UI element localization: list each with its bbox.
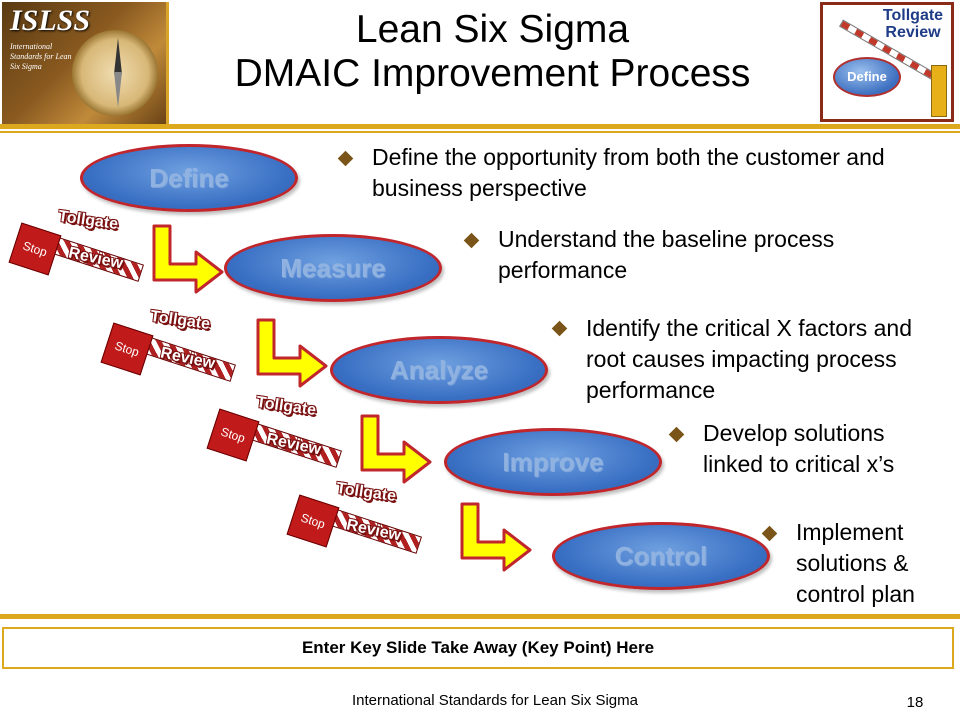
stop-sign: Stop bbox=[206, 408, 260, 462]
bullet-diamond-icon bbox=[668, 426, 685, 443]
tollgate-sign-3: Stop Tollgate Review bbox=[206, 394, 342, 474]
footer-text: International Standards for Lean Six Sig… bbox=[351, 692, 638, 709]
phase-label: Define bbox=[149, 162, 229, 193]
bullet-diamond-icon bbox=[551, 320, 568, 337]
review-text: Review bbox=[264, 430, 323, 459]
review-text: Review bbox=[66, 244, 125, 273]
bullet-diamond-icon bbox=[761, 525, 778, 542]
phase-control: Control bbox=[552, 522, 770, 590]
bent-arrow-icon bbox=[152, 224, 224, 294]
phase-label: Control bbox=[614, 540, 708, 571]
tollgate-text: Tollgate bbox=[149, 307, 212, 334]
bullet-control: Implement solutions & control plan bbox=[796, 519, 915, 607]
bent-arrow-icon bbox=[460, 502, 532, 572]
logo-title: ISLSS bbox=[10, 4, 91, 37]
title-line-2: DMAIC Improvement Process bbox=[234, 52, 751, 95]
tollgate-sign-4: Stop Tollgate Review bbox=[286, 480, 422, 560]
bullet-define: Define the opportunity from both the cus… bbox=[372, 144, 885, 201]
bent-arrow-icon bbox=[256, 318, 328, 388]
slide-title: Lean Six Sigma DMAIC Improvement Process bbox=[170, 8, 815, 96]
review-text: Review bbox=[344, 516, 403, 545]
bullet-diamond-icon bbox=[337, 150, 354, 167]
key-takeaway-text: Enter Key Slide Take Away (Key Point) He… bbox=[301, 638, 655, 657]
islss-logo: ISLSS International Standards for Lean S… bbox=[2, 2, 169, 124]
footer-divider bbox=[0, 614, 960, 619]
phase-analyze: Analyze bbox=[330, 336, 548, 404]
phase-measure: Measure bbox=[224, 234, 442, 302]
slide-header: ISLSS International Standards for Lean S… bbox=[0, 0, 960, 128]
badge-define-oval: Define bbox=[833, 57, 901, 97]
barrier-post-icon bbox=[931, 65, 947, 117]
compass-icon bbox=[72, 30, 158, 116]
header-divider-thin bbox=[0, 131, 960, 133]
phase-label: Analyze bbox=[389, 354, 489, 385]
tollgate-text: Tollgate bbox=[255, 393, 318, 420]
title-line-1: Lean Six Sigma bbox=[355, 8, 630, 51]
bullet-improve: Develop solutions linked to critical x’s bbox=[703, 420, 895, 477]
badge-tollgate-text: Tollgate bbox=[882, 7, 944, 24]
stop-sign: Stop bbox=[100, 322, 154, 376]
badge-label: Tollgate Review bbox=[881, 7, 945, 41]
tollgate-sign-1: Stop Tollgate Review bbox=[8, 208, 144, 288]
tollgate-sign-2: Stop Tollgate Review bbox=[100, 308, 236, 388]
phase-improve: Improve bbox=[444, 428, 662, 496]
page-number: 18 bbox=[906, 694, 924, 711]
stop-sign: Stop bbox=[8, 222, 62, 276]
phase-label: Improve bbox=[502, 446, 604, 477]
review-text: Review bbox=[158, 344, 217, 373]
phase-define: Define bbox=[80, 144, 298, 212]
bent-arrow-icon bbox=[360, 414, 432, 484]
logo-subtitle: International Standards for Lean Six Sig… bbox=[10, 42, 72, 71]
header-divider bbox=[0, 124, 960, 129]
key-takeaway-box: Enter Key Slide Take Away (Key Point) He… bbox=[2, 627, 954, 669]
bullet-analyze: Identify the critical X factors and root… bbox=[586, 315, 912, 403]
bullet-measure: Understand the baseline process performa… bbox=[498, 226, 835, 283]
tollgate-text: Tollgate bbox=[57, 207, 120, 234]
stop-sign: Stop bbox=[286, 494, 340, 548]
bullet-diamond-icon bbox=[463, 232, 480, 249]
tollgate-review-badge: Tollgate Review Define bbox=[820, 2, 954, 122]
badge-review-text: Review bbox=[885, 24, 941, 41]
phase-label: Measure bbox=[280, 252, 386, 283]
